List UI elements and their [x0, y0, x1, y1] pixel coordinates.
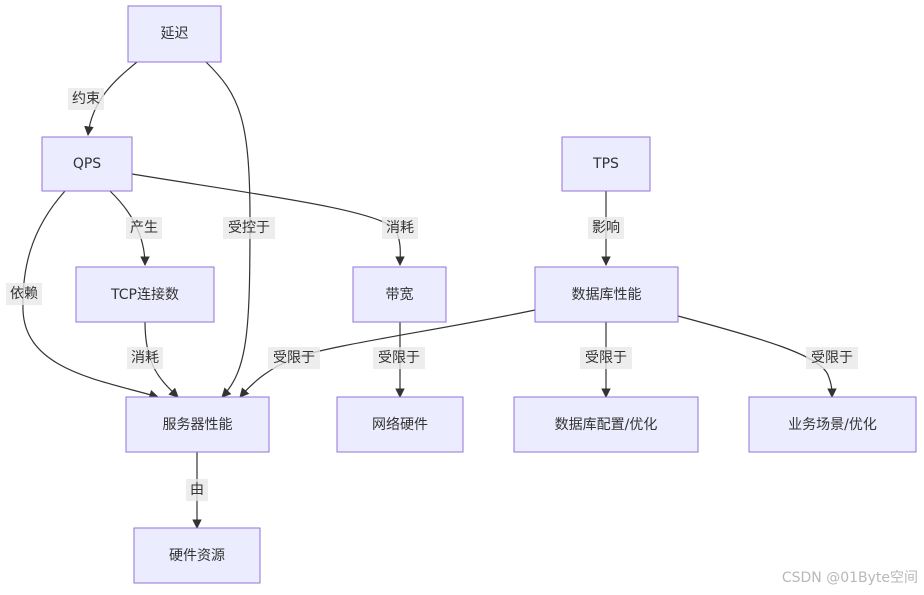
node-tps: TPS: [561, 136, 651, 192]
node-bandwidth: 带宽: [352, 266, 447, 323]
edge-label-consume-tcp: 消耗: [127, 347, 163, 369]
svg-text:数据库配置/优化: 数据库配置/优化: [555, 417, 658, 433]
svg-text:受限于: 受限于: [378, 350, 420, 366]
node-db-config: 数据库配置/优化: [513, 396, 699, 453]
svg-text:消耗: 消耗: [386, 220, 414, 236]
svg-text:约束: 约束: [72, 91, 100, 107]
watermark: CSDN @01Byte空间: [781, 570, 918, 586]
svg-text:TPS: TPS: [592, 156, 619, 172]
node-business-scenario: 业务场景/优化: [748, 396, 917, 453]
edge-label-limited-server: 受限于: [268, 347, 320, 369]
edge-label-constrain: 约束: [68, 88, 104, 110]
svg-text:带宽: 带宽: [386, 286, 414, 303]
edge-label-consume-bandwidth: 消耗: [382, 217, 418, 239]
svg-text:产生: 产生: [130, 220, 158, 236]
edge-tcp-server-perf: [144, 321, 179, 398]
edge-latency-qps: [84, 61, 138, 136]
edge-label-produce: 产生: [126, 217, 162, 239]
node-latency: 延迟: [127, 5, 222, 63]
edge-label-limited-db-config: 受限于: [580, 347, 632, 369]
edge-qps-bandwidth: [131, 173, 405, 266]
edge-label-controlled-by: 受控于: [223, 217, 275, 239]
svg-text:受限于: 受限于: [585, 350, 627, 366]
svg-text:数据库性能: 数据库性能: [572, 287, 642, 303]
node-tcp-connections: TCP连接数: [75, 266, 215, 323]
svg-text:网络硬件: 网络硬件: [372, 417, 428, 433]
edge-qps-server-perf: [22, 190, 159, 400]
svg-text:消耗: 消耗: [131, 350, 159, 366]
svg-text:受控于: 受控于: [228, 220, 270, 236]
edge-label-by: 由: [186, 479, 208, 501]
svg-text:受限于: 受限于: [811, 350, 853, 366]
svg-text:延迟: 延迟: [161, 26, 189, 42]
svg-text:受限于: 受限于: [273, 350, 315, 366]
node-network-hardware: 网络硬件: [336, 396, 464, 453]
edge-label-limited-net: 受限于: [373, 347, 425, 369]
svg-text:TCP连接数: TCP连接数: [110, 286, 179, 303]
node-server-performance: 服务器性能: [125, 396, 270, 453]
node-db-performance: 数据库性能: [534, 266, 679, 323]
svg-text:QPS: QPS: [73, 156, 101, 172]
svg-text:服务器性能: 服务器性能: [163, 417, 233, 433]
svg-text:硬件资源: 硬件资源: [169, 548, 225, 564]
edge-label-depend: 依赖: [6, 283, 42, 305]
svg-text:业务场景/优化: 业务场景/优化: [788, 417, 877, 433]
svg-text:由: 由: [190, 482, 204, 498]
svg-text:影响: 影响: [592, 220, 620, 236]
edge-label-affect: 影响: [588, 217, 624, 239]
node-hardware-resource: 硬件资源: [133, 527, 261, 584]
svg-text:依赖: 依赖: [10, 286, 38, 302]
node-qps: QPS: [41, 136, 133, 192]
edge-label-limited-business: 受限于: [806, 347, 858, 369]
